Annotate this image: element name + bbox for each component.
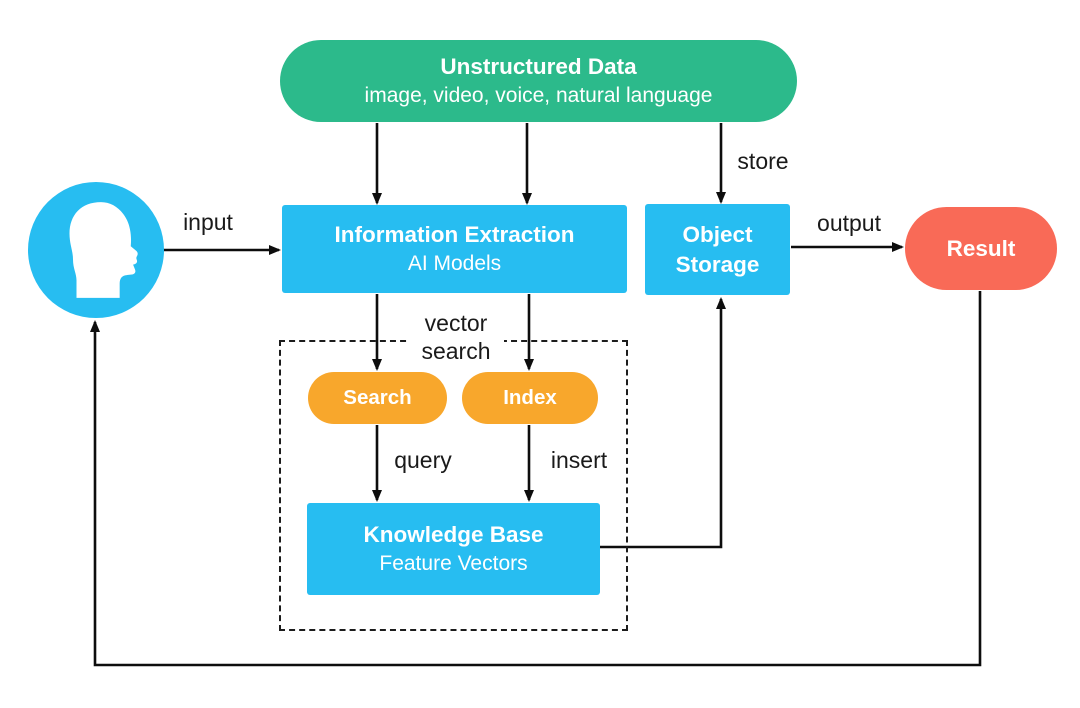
node-title: Result [946,235,1016,261]
edge-label-vector-search: vector search [408,307,504,367]
node-object-storage: Object Storage [645,204,790,295]
node-subtitle: image, video, voice, natural language [364,84,713,107]
node-subtitle: Feature Vectors [379,552,528,575]
node-title: Unstructured Data [440,54,637,79]
user-head-profile-icon [69,202,138,298]
node-subtitle: AI Models [407,252,502,275]
node-title: Information Extraction [334,222,575,247]
edge-label-output: output [817,210,881,236]
edge-label-insert: insert [550,447,608,473]
edge-label-query: query [394,447,452,473]
node-information-extraction: Information Extraction AI Models [282,205,627,293]
node-title: Index [503,386,557,409]
node-result: Result [905,207,1057,290]
node-index: Index [462,372,598,424]
node-unstructured-data: Unstructured Data image, video, voice, n… [280,40,797,122]
node-title: Knowledge Base [363,522,544,547]
user-avatar [28,182,164,318]
node-title: Object Storage [675,221,760,277]
node-title: Search [343,386,412,409]
node-knowledge-base: Knowledge Base Feature Vectors [307,503,600,595]
edge-label-input: input [183,209,233,235]
edge-label-store: store [737,148,789,174]
node-search: Search [308,372,447,424]
